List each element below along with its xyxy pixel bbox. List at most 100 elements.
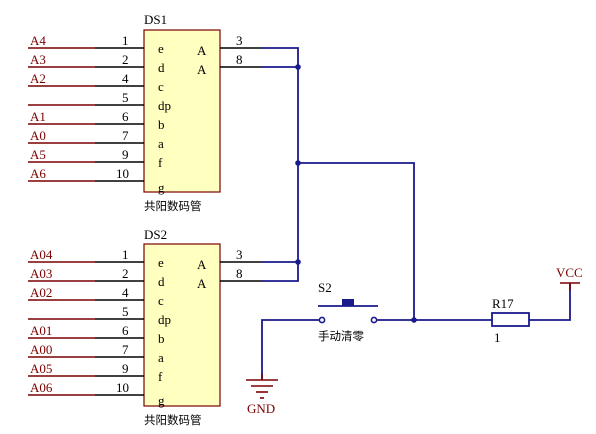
common-anode-net — [262, 47, 417, 323]
ds1-pin-number: 7 — [122, 128, 129, 143]
ds1-net-label: A4 — [30, 33, 46, 48]
ds2-segment-label: dp — [158, 312, 171, 327]
ds2-pin-number: 9 — [122, 361, 129, 376]
ds2-pin-number: 10 — [116, 380, 129, 395]
r17-value: 1 — [494, 330, 501, 345]
ds2-pin-2: A03 2 d — [28, 266, 165, 289]
ds2-ref: DS2 — [144, 227, 167, 242]
ds1-segment-label: c — [158, 79, 164, 94]
ds1-pin-number: 2 — [122, 52, 129, 67]
ds2-pin-number: 1 — [122, 247, 129, 262]
vcc-wire — [529, 283, 571, 321]
ds1-net-label: A1 — [30, 109, 46, 124]
ds2-pin-5: 5 dp — [28, 304, 171, 327]
ds1-pin-number: 10 — [116, 166, 129, 181]
ds2-segment-label: e — [158, 255, 164, 270]
ds2-net-label: A04 — [30, 247, 53, 262]
ds1-ref: DS1 — [144, 12, 167, 27]
ds2-segment-label: c — [158, 293, 164, 308]
gnd-symbol: GND — [246, 374, 278, 416]
ds2-pin-4: A02 4 c — [28, 285, 164, 308]
ds2-net-label: A05 — [30, 361, 52, 376]
ds2-pin-number: 6 — [122, 323, 129, 338]
ds2-pin-6: A01 6 b — [28, 323, 165, 346]
s2-button-cap — [342, 299, 354, 306]
ds1-segment-label: a — [158, 136, 164, 151]
ds1-pin-number: 6 — [122, 109, 129, 124]
ds1-desc: 共阳数码管 — [144, 199, 202, 213]
s2-contact — [318, 316, 326, 324]
ds1-segment-label: b — [158, 117, 165, 132]
ds2-segment-label: a — [158, 350, 164, 365]
ds1-pin-1: A4 1 e — [28, 33, 164, 56]
ds1-display[interactable]: DS1 共阳数码管 A4 1 e A3 2 d A2 4 c 5 — [28, 12, 262, 213]
ds2-body — [143, 243, 221, 407]
ds1-pin-number: 4 — [122, 71, 129, 86]
junction-dot — [295, 160, 301, 166]
vcc-symbol: VCC — [556, 265, 583, 290]
r17-ref: R17 — [492, 296, 514, 311]
ds2-segment-label: f — [158, 369, 163, 384]
s2-switch[interactable]: S2 手动清零 — [318, 280, 378, 343]
ds1-pin-8: 8 A — [197, 52, 262, 77]
ds1-net-label: A5 — [30, 147, 46, 162]
ds1-pin-number: 5 — [122, 90, 129, 105]
ds2-anode-label: A — [197, 276, 207, 291]
ds2-segment-label: d — [158, 274, 165, 289]
ds1-segment-label: d — [158, 60, 165, 75]
ds1-pin-3: 3 A — [197, 33, 262, 58]
ds1-segment-label: e — [158, 41, 164, 56]
ds2-segment-label: b — [158, 331, 165, 346]
junction-dot — [295, 259, 301, 265]
ds2-pin-number: 8 — [236, 266, 243, 281]
ds2-pin-number: 4 — [122, 285, 129, 300]
ds2-pin-number: 3 — [236, 247, 243, 262]
ds1-segment-label: f — [158, 155, 163, 170]
s2-desc: 手动清零 — [318, 329, 364, 343]
ds1-pin-number: 1 — [122, 33, 129, 48]
ds2-pin-number: 2 — [122, 266, 129, 281]
ds1-net-label: A2 — [30, 71, 46, 86]
ds1-pin-number: 3 — [236, 33, 243, 48]
ds2-pin-number: 5 — [122, 304, 129, 319]
ds1-anode-label: A — [197, 62, 207, 77]
ds1-pin-number: 8 — [236, 52, 243, 67]
ds2-pin-7: A00 7 a — [28, 342, 164, 365]
ds1-pin-4: A2 4 c — [28, 71, 164, 94]
ds1-pin-5: 5 dp — [28, 90, 171, 113]
gnd-label: GND — [247, 401, 275, 416]
ds1-pin-6: A1 6 b — [28, 109, 165, 132]
ds2-anode-label: A — [197, 257, 207, 272]
ds1-pin-2: A3 2 d — [28, 52, 165, 75]
vcc-label: VCC — [556, 265, 583, 280]
ds1-net-label: A3 — [30, 52, 46, 67]
s2-contact — [370, 316, 378, 324]
ds1-pin-10: A6 10 g — [28, 166, 165, 195]
ds2-net-label: A06 — [30, 380, 53, 395]
ds1-segment-label: g — [158, 180, 165, 195]
ds2-net-label: A00 — [30, 342, 52, 357]
gnd-wire — [261, 319, 319, 380]
ds2-net-label: A01 — [30, 323, 52, 338]
ds2-display[interactable]: DS2 共阳数码管 A04 1 e A03 2 d A02 4 c 5 — [28, 227, 262, 427]
r17-resistor[interactable]: R17 1 — [491, 296, 530, 345]
ds2-pin-9: A05 9 f — [28, 361, 163, 384]
ds1-segment-label: dp — [158, 98, 171, 113]
ds2-net-label: A03 — [30, 266, 52, 281]
ds2-segment-label: g — [158, 393, 165, 408]
ds2-pin-3: 3 A — [197, 247, 262, 272]
s2-ref: S2 — [318, 280, 332, 295]
junction-dot — [295, 64, 301, 70]
ds1-net-label: A0 — [30, 128, 46, 143]
ds1-net-label: A6 — [30, 166, 46, 181]
ds2-pin-10: A06 10 g — [28, 380, 165, 408]
r17-body — [491, 312, 530, 327]
ds2-net-label: A02 — [30, 285, 52, 300]
ds1-pin-number: 9 — [122, 147, 129, 162]
ds1-anode-label: A — [197, 43, 207, 58]
ds2-pin-8: 8 A — [197, 266, 262, 291]
ds1-body — [143, 29, 221, 193]
ds2-desc: 共阳数码管 — [144, 413, 202, 427]
ds1-pin-9: A5 9 f — [28, 147, 163, 170]
